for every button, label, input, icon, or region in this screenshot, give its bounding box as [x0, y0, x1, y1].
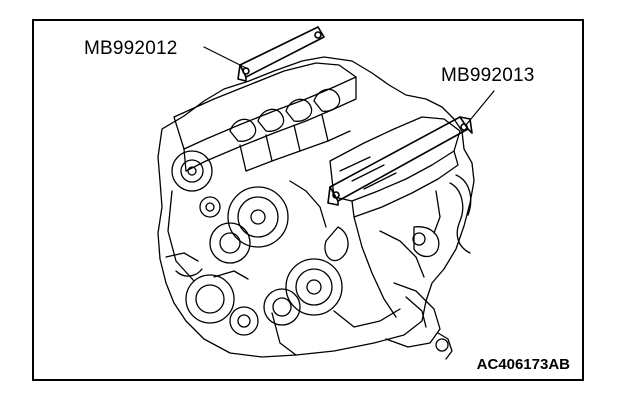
bracket-tool-left	[237, 26, 325, 82]
tool-label-mb992013: MB992013	[441, 65, 535, 86]
diagram-frame: MB992012 MB992013 AC406173AB	[32, 19, 584, 381]
engine-illustration	[157, 26, 495, 360]
leader-line	[203, 46, 495, 126]
bracket-tool-right	[327, 116, 473, 206]
tool-label-mb992012: MB992012	[84, 38, 178, 59]
figure-code: AC406173AB	[476, 356, 570, 373]
engine-block-illustration	[157, 56, 475, 360]
